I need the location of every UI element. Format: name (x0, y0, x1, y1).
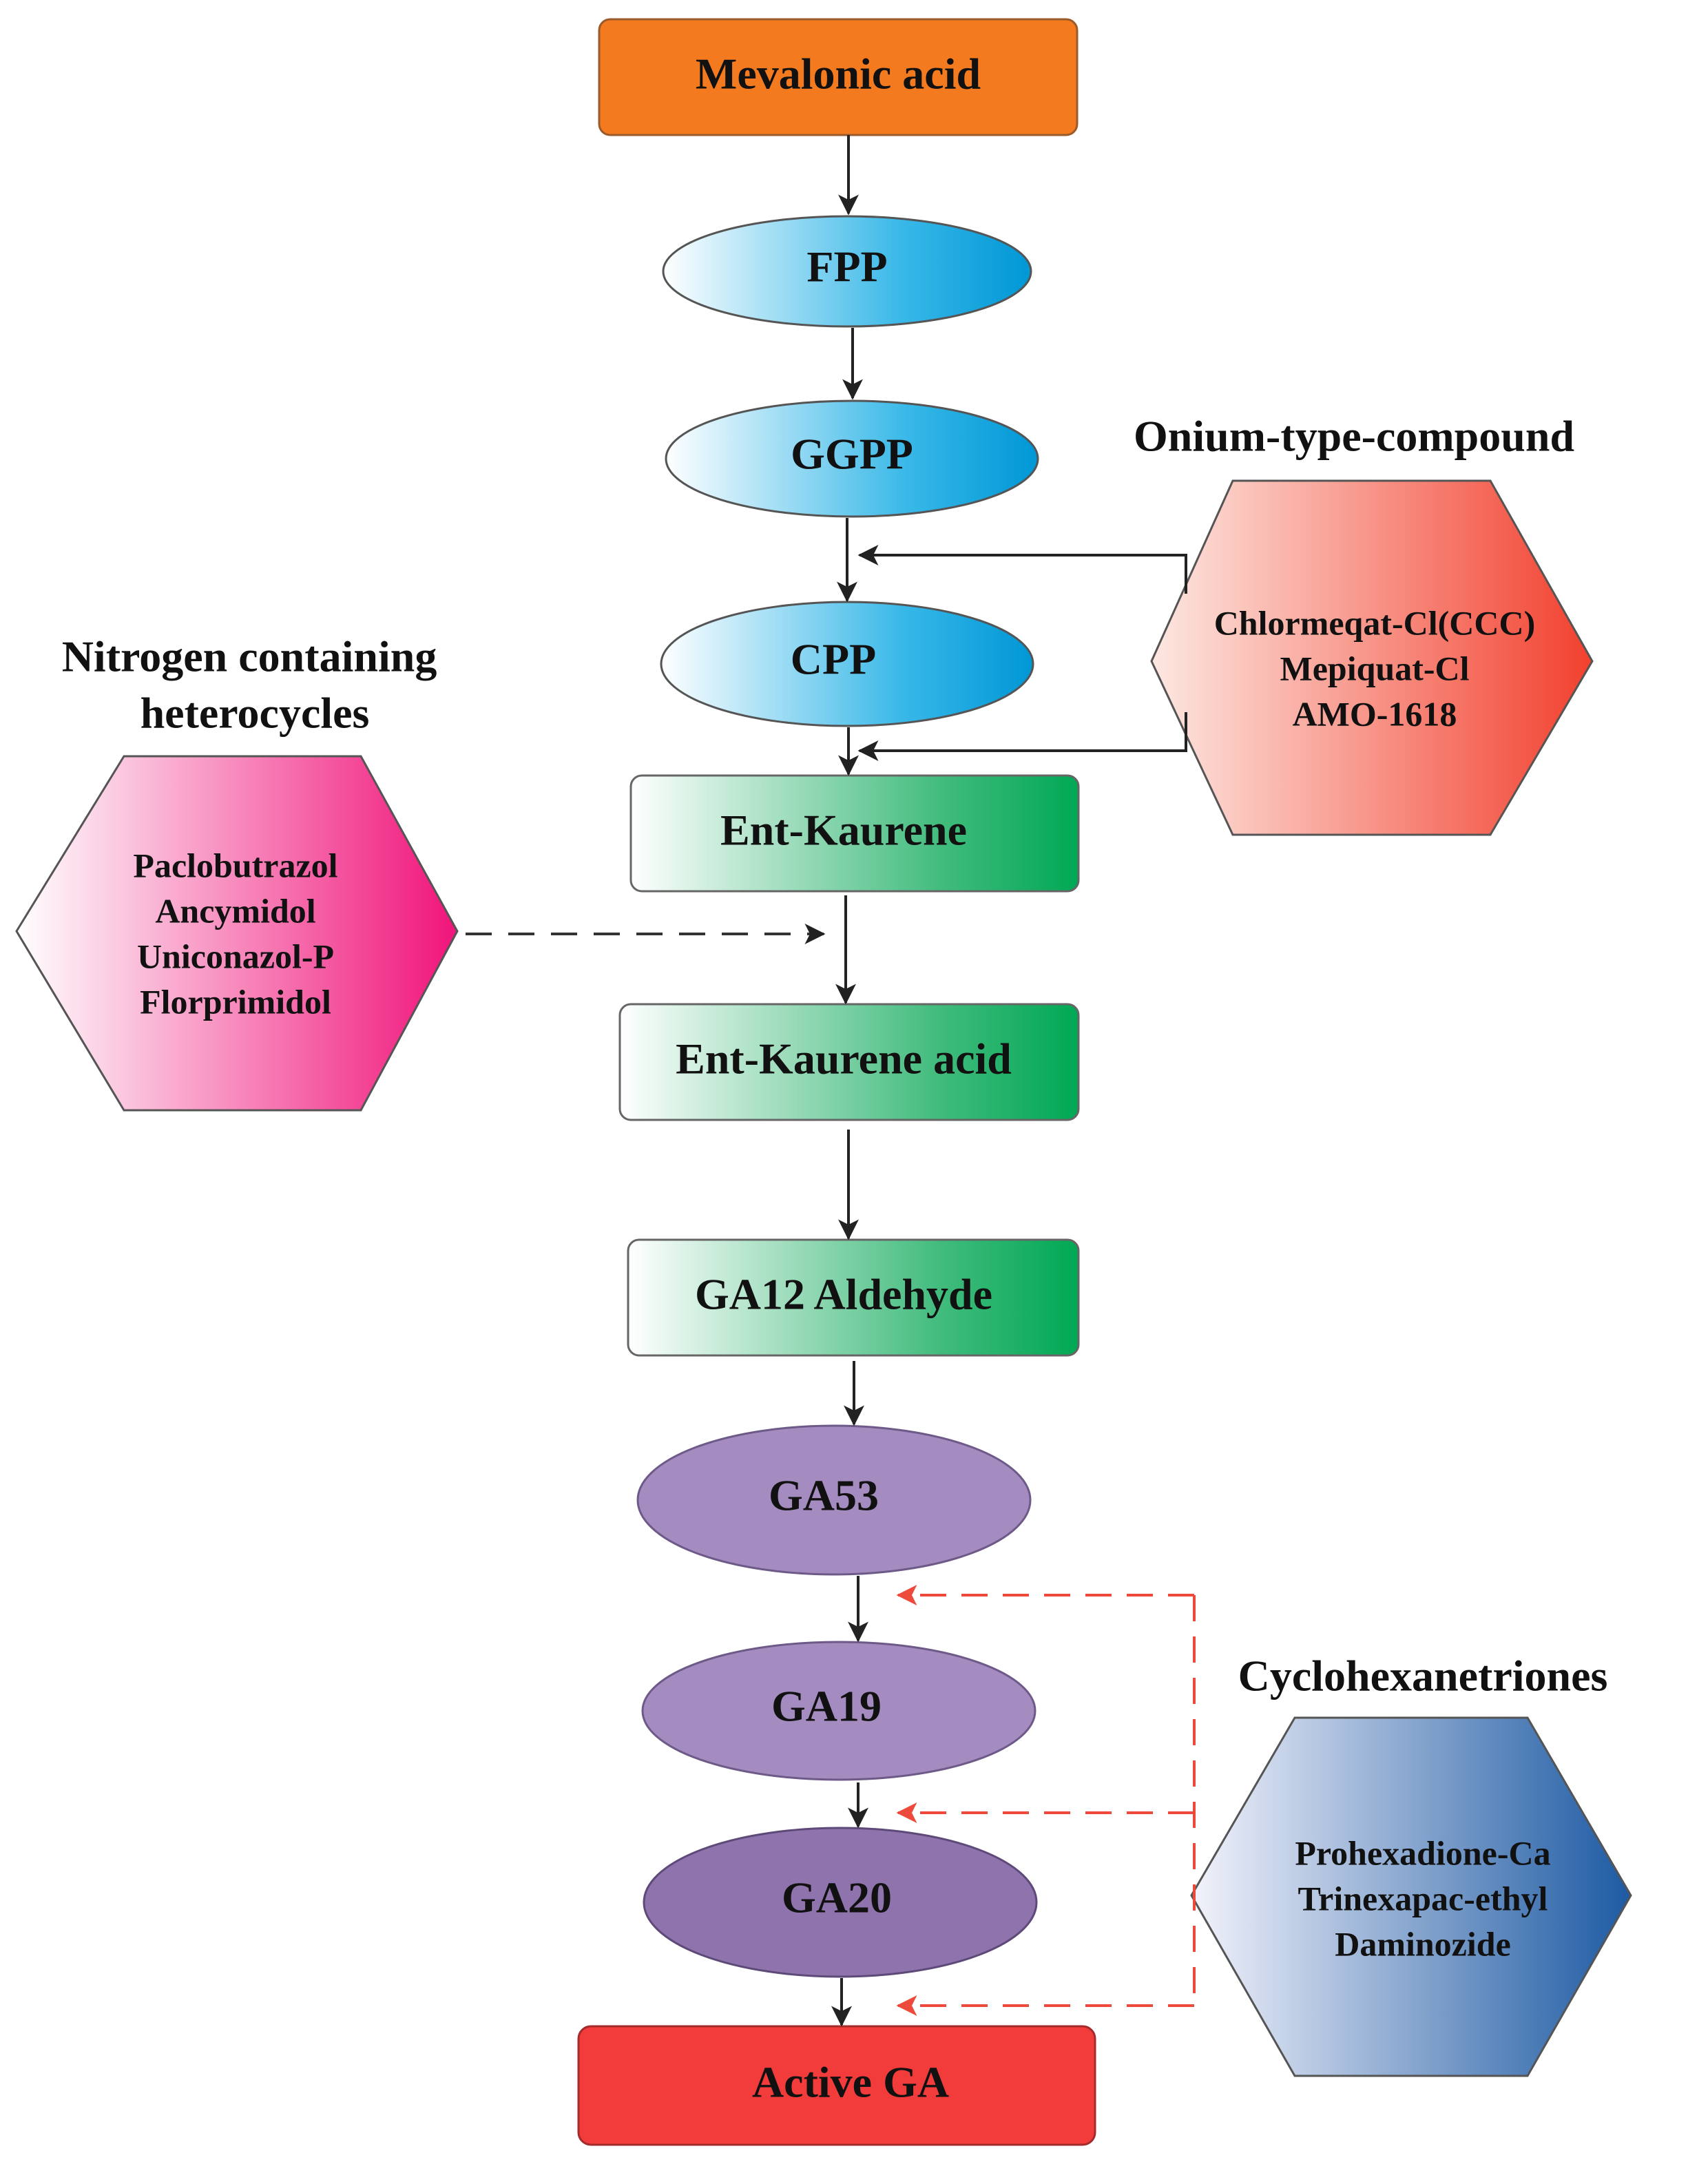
nitrogen-compound-4: Florprimidol (140, 982, 331, 1021)
nitrogen-compound-3: Uniconazol-P (137, 937, 334, 975)
onium-inhibition-arrow-kaurene (857, 712, 1187, 761)
node-ent-kaurene: Ent-Kaurene (629, 774, 1080, 893)
label-active-ga: Active GA (752, 2058, 949, 2107)
label-ggpp: GGPP (791, 430, 913, 479)
label-ga20: GA20 (782, 1873, 892, 1922)
node-ent-kaurene-acid: Ent-Kaurene acid (618, 1003, 1080, 1121)
node-fpp: FPP (662, 215, 1032, 328)
node-ggpp: GGPP (665, 399, 1039, 518)
onium-hexagon: Chlormeqat-Cl(CCC) Mepiquat-Cl AMO-1618 (1150, 479, 1594, 836)
node-ga12-aldehyde: GA12 Aldehyde (627, 1238, 1080, 1357)
node-active-ga: Active GA (577, 2025, 1096, 2146)
cyclo-compound-2: Trinexapac-ethyl (1298, 1879, 1548, 1917)
onium-compound-3: AMO-1618 (1293, 694, 1457, 733)
cyclo-group-title: Cyclohexanetriones (1238, 1652, 1608, 1701)
nitrogen-group-title-line1: Nitrogen containing (62, 632, 437, 681)
nitrogen-group-title-line2: heterocycles (140, 689, 370, 738)
label-ga19: GA19 (771, 1682, 882, 1731)
onium-group-title: Onium-type-compound (1134, 412, 1574, 461)
label-cpp: CPP (791, 635, 876, 684)
nitrogen-compound-2: Ancymidol (155, 891, 315, 930)
label-mevalonic-acid: Mevalonic acid (696, 50, 981, 98)
label-ent-kaurene-acid: Ent-Kaurene acid (676, 1034, 1012, 1083)
node-cpp: CPP (660, 601, 1034, 727)
cyclo-compound-1: Prohexadione-Ca (1295, 1833, 1550, 1872)
node-ga20: GA20 (643, 1827, 1038, 1978)
nitrogen-compound-1: Paclobutrazol (133, 846, 337, 884)
label-fpp: FPP (806, 242, 887, 291)
onium-inhibition-arrow-cpp (857, 545, 1187, 594)
nitrogen-hexagon: Paclobutrazol Ancymidol Uniconazol-P Flo… (15, 755, 459, 1112)
label-ga53: GA53 (769, 1471, 879, 1520)
node-ga53: GA53 (636, 1424, 1032, 1576)
cyclo-hexagon: Prohexadione-Ca Trinexapac-ethyl Daminoz… (1190, 1716, 1632, 2077)
label-ent-kaurene: Ent-Kaurene (720, 806, 967, 855)
label-ga12-aldehyde: GA12 Aldehyde (695, 1270, 992, 1319)
cyclo-compound-3: Daminozide (1335, 1924, 1511, 1963)
node-ga19: GA19 (641, 1641, 1036, 1781)
onium-compound-2: Mepiquat-Cl (1280, 649, 1470, 687)
node-mevalonic-acid: Mevalonic acid (598, 18, 1079, 136)
onium-compound-1: Chlormeqat-Cl(CCC) (1214, 603, 1536, 642)
